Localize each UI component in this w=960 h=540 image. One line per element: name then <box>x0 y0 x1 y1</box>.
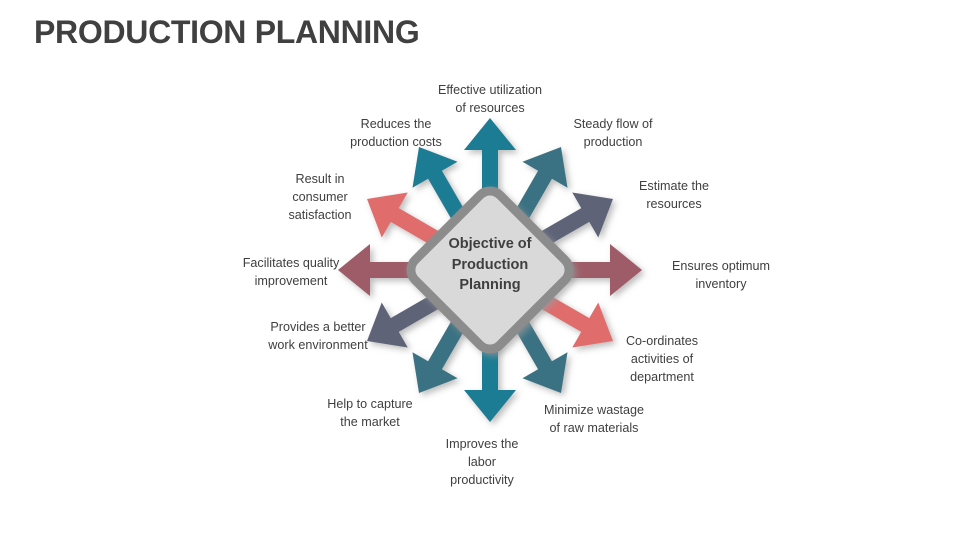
arrow-right-upper <box>536 192 613 248</box>
arrow-left-upper <box>367 192 444 248</box>
arrow-right-lower <box>536 292 613 348</box>
arrow-left <box>338 244 424 296</box>
arrow-top <box>464 118 516 204</box>
arrow-bottom <box>464 336 516 422</box>
arrow-right <box>556 244 642 296</box>
arrow-up-left <box>412 147 468 224</box>
center-diamond <box>406 186 574 354</box>
arrow-up-right <box>512 147 568 224</box>
page-title: PRODUCTION PLANNING <box>34 14 420 50</box>
arrow-down-left <box>412 316 468 393</box>
arrow-left-lower <box>367 292 444 348</box>
center-diamond-label: Objective of Production Planning <box>448 236 532 294</box>
arrow-down-right <box>512 316 568 393</box>
